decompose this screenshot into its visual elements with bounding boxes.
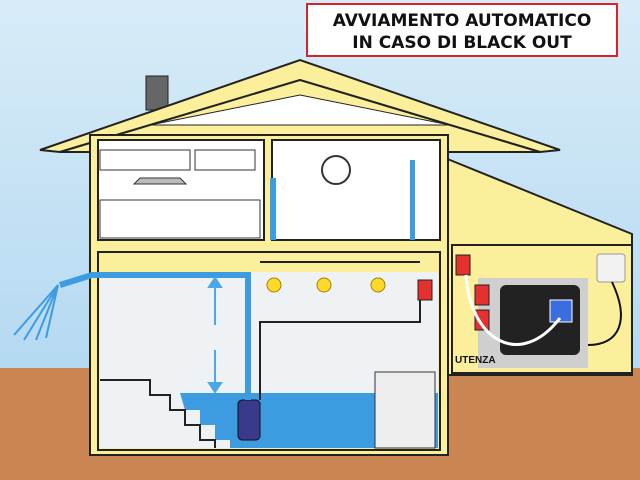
light-bulb-icons xyxy=(266,277,386,293)
stairs xyxy=(100,379,216,448)
submersible-pump xyxy=(237,399,261,441)
title-line-2: IN CASO DI BLACK OUT xyxy=(352,33,572,53)
water-spray xyxy=(13,284,59,341)
auto-start-panel xyxy=(596,253,626,283)
generator-socket xyxy=(549,299,573,323)
wall-socket-upper xyxy=(455,254,471,276)
utenza-label: UTENZA xyxy=(455,355,496,366)
chimney xyxy=(145,75,169,111)
bathroom-pipe xyxy=(270,178,276,240)
panel-cable xyxy=(587,281,622,346)
transfer-switch-2 xyxy=(474,309,490,331)
title-banner: AVVIAMENTO AUTOMATICO IN CASO DI BLACK O… xyxy=(306,3,618,57)
transfer-switch xyxy=(474,284,490,306)
power-cable xyxy=(259,290,421,400)
shower-pipe xyxy=(410,160,415,240)
drain-hose xyxy=(59,272,251,400)
wall-socket xyxy=(417,279,433,301)
generator-cable xyxy=(464,274,562,346)
shelf-unit xyxy=(374,371,436,449)
kitchen-cabinets xyxy=(99,149,261,239)
bathroom-mirror xyxy=(321,155,351,185)
water-level-arrows xyxy=(207,276,223,394)
attic-window xyxy=(149,94,451,126)
title-line-1: AVVIAMENTO AUTOMATICO xyxy=(332,11,592,31)
